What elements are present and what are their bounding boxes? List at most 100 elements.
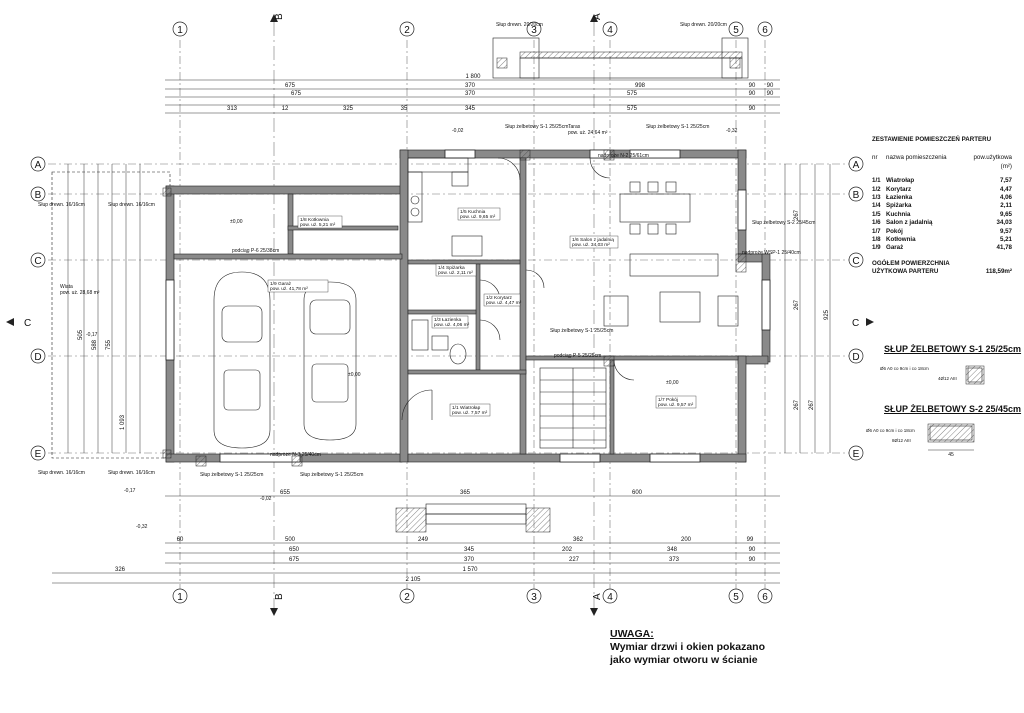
schedule-total-label-1: OGÓŁEM POWIERZCHNIA <box>872 259 950 267</box>
grid-label-D-left: D <box>34 352 41 363</box>
note-line-1: Wymiar drzwi i okien pokazano <box>610 641 766 653</box>
dim-left-d: 1 093 <box>120 414 126 430</box>
schedule-name: Korytarz <box>886 185 912 193</box>
grid-label-1-top: 1 <box>177 25 183 36</box>
note-title: UWAGA: <box>610 628 654 640</box>
dim-top-3b: 370 <box>465 91 476 97</box>
level-garage: ±0,00 <box>348 372 361 378</box>
schedule-name: Łazienka <box>886 194 913 202</box>
grid-label-5-bottom: 5 <box>733 592 739 603</box>
dimension-lines-left: 505 588 755 1 093 <box>67 164 141 453</box>
grid-label-2-top: 2 <box>404 25 410 36</box>
dimension-lines-bottom: 655 365 600 60 500 249 345 362 200 99 65… <box>52 490 780 584</box>
dim-bot-1e: 362 <box>573 537 584 543</box>
room-living-area: pow. uż. 34,03 m² <box>572 242 610 248</box>
room-corridor-name: 1/2 Korytarz <box>486 295 512 301</box>
grid-label-2-bottom: 2 <box>404 592 410 603</box>
grid-bubbles-top: 1 2 3 4 5 6 <box>172 21 773 37</box>
dim-top-2c: 998 <box>635 83 646 89</box>
grid-label-4-top: 4 <box>607 25 613 36</box>
dim-top-2d: 90 <box>749 83 756 89</box>
post-s1-e: Słup żelbetowy S-1 25/25cm <box>550 328 613 334</box>
grid-label-3-bottom: 3 <box>531 592 537 603</box>
beam-n2-top: nadproże N-2 25/61cm <box>598 153 649 159</box>
entrance-steps <box>425 503 527 525</box>
wiata-label: Wiata <box>60 284 73 290</box>
doors <box>401 157 635 421</box>
schedule-name: Pokój <box>886 227 903 235</box>
beam-p5: podciąg P-5 25/25cm <box>554 353 601 359</box>
column-s1-title: SŁUP ŻELBETOWY S-1 25/25cm <box>884 344 1022 354</box>
schedule-name: Kotłownia <box>886 236 916 244</box>
grid-label-5-top: 5 <box>733 25 739 36</box>
dim-bot-4a: 326 <box>115 567 126 573</box>
grid-label-A-left: A <box>35 160 42 171</box>
post-wood-top-r: Słup drewn. 20/20cm <box>680 22 727 28</box>
dim-bot-1b: 500 <box>285 537 296 543</box>
schedule-col-nr: nr <box>872 154 878 162</box>
grid-label-A-right: A <box>853 160 860 171</box>
room-room-name: 1/7 Pokój <box>658 397 678 403</box>
schedule-total-value: 118,59m² <box>985 268 1012 276</box>
schedule-nr: 1/3 <box>872 194 881 202</box>
room-labels: 1/9 Garaż pow. uż. 41,78 m² 1/8 Kotłowni… <box>267 207 697 417</box>
level-wiata: -0,17 <box>86 332 98 338</box>
inner-walls <box>173 157 739 455</box>
column-s2-detail: 45 Ø6 A0 co 9cm i co 18cm 8Ø12 AIII <box>866 423 975 458</box>
level-terrace-r: -0,32 <box>726 128 738 134</box>
dim-top-4e: 345 <box>465 106 476 112</box>
schedule-name: Kuchnia <box>886 210 911 218</box>
grid-label-E-left: E <box>35 449 42 460</box>
s2-width: 45 <box>948 452 954 458</box>
dim-bot-1f: 200 <box>681 537 692 543</box>
schedule-area: 34,03 <box>996 219 1012 227</box>
s2-bars: 8Ø12 AIII <box>892 438 911 443</box>
schedule-col-name: nazwa pomieszczenia <box>886 154 947 162</box>
dim-top-4b: 12 <box>282 106 289 112</box>
grid-label-C-left: C <box>34 256 41 267</box>
schedule-area: 41,78 <box>996 244 1012 252</box>
dim-bot-4b: 1 570 <box>462 567 478 573</box>
dim-top-4a: 313 <box>227 106 238 112</box>
schedule-area: 4,47 <box>999 185 1012 193</box>
grid-bubbles-bottom: 1 2 3 4 5 6 <box>172 588 773 604</box>
section-B-top: B <box>274 13 285 20</box>
dim-right-b: 267 <box>794 299 800 310</box>
schedule-header-row: nr nazwa pomieszczenia pow.użytkowa (m²) <box>872 154 1022 171</box>
level-garage-top: ±0,00 <box>230 219 243 225</box>
schedule-area: 4,06 <box>999 194 1012 202</box>
dim-top-3c: 575 <box>627 91 638 97</box>
schedule-nr: 1/6 <box>872 219 881 227</box>
schedule-nr: 1/7 <box>872 227 881 235</box>
dim-top-2b: 370 <box>465 83 476 89</box>
dim-mid-b: 365 <box>460 490 471 496</box>
dimension-lines-right: 267 267 267 267 925 <box>784 164 831 453</box>
room-garage-area: pow. uż. 41,78 m² <box>270 286 308 292</box>
dim-bot-1g: 99 <box>747 537 754 543</box>
schedule-nr: 1/4 <box>872 202 881 210</box>
schedule-total-labels: OGÓŁEM POWIERZCHNIA UŻYTKOWA PARTERU <box>872 260 972 277</box>
schedule-area: 9,65 <box>999 210 1012 218</box>
section-A-top: A <box>592 13 603 20</box>
room-boiler-name: 1/8 Kotłownia <box>300 217 329 223</box>
dim-bot-3e: 90 <box>749 557 756 563</box>
dim-bot-1c: 249 <box>418 537 429 543</box>
dim-top-4d: 35 <box>401 106 408 112</box>
dim-top-2a: 675 <box>285 83 296 89</box>
dim-bot-1a: 60 <box>177 537 184 543</box>
grid-label-1-bottom: 1 <box>177 592 183 603</box>
section-B-bottom: B <box>274 593 285 600</box>
schedule-total-label-2: UŻYTKOWA PARTERU <box>872 268 939 276</box>
beam-wsp1: nadproże WSP-1 25/40cm <box>742 250 801 256</box>
bathroom-fixtures <box>411 319 467 365</box>
schedule-name: Garaż <box>886 244 904 252</box>
s1-stirrup: Ø6 A0 co 9cm i co 18cm <box>880 366 929 371</box>
schedule-name: Wiatrołap <box>886 177 915 185</box>
room-schedule: ZESTAWIENIE POMIESZCZEŃ PARTERU nr nazwa… <box>872 136 1022 277</box>
dim-bot-3a: 675 <box>289 557 300 563</box>
